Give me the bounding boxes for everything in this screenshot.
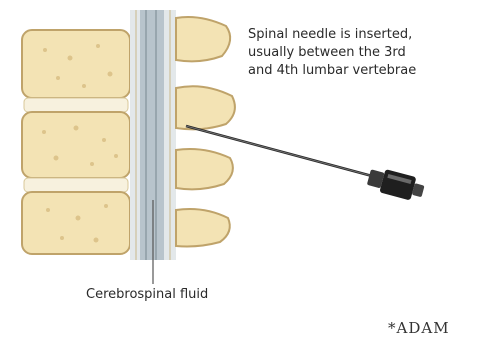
needle-hub [366, 165, 426, 203]
vertebral-bodies [22, 30, 130, 254]
spinous-process-1 [176, 17, 230, 61]
needle-caption-line-1: Spinal needle is inserted, [248, 26, 488, 44]
vertebra-body-1 [22, 30, 130, 98]
disc-2 [24, 178, 128, 192]
spinous-process-2 [176, 86, 235, 129]
spinous-process-4 [176, 209, 230, 247]
needle-caption: Spinal needle is inserted, usually betwe… [248, 26, 488, 80]
needle-caption-line-2: usually between the 3rd [248, 44, 488, 62]
needle-caption-line-3: and 4th lumbar vertebrae [248, 62, 488, 80]
vertebra-body-2 [22, 112, 130, 178]
cerebrospinal-fluid-label: Cerebrospinal fluid [86, 287, 208, 302]
spinous-process-3 [176, 149, 233, 189]
spinal-cord [140, 10, 164, 260]
vertebra-body-3 [22, 192, 130, 254]
adam-logo: *ADAM [388, 319, 450, 337]
disc-1 [24, 98, 128, 112]
